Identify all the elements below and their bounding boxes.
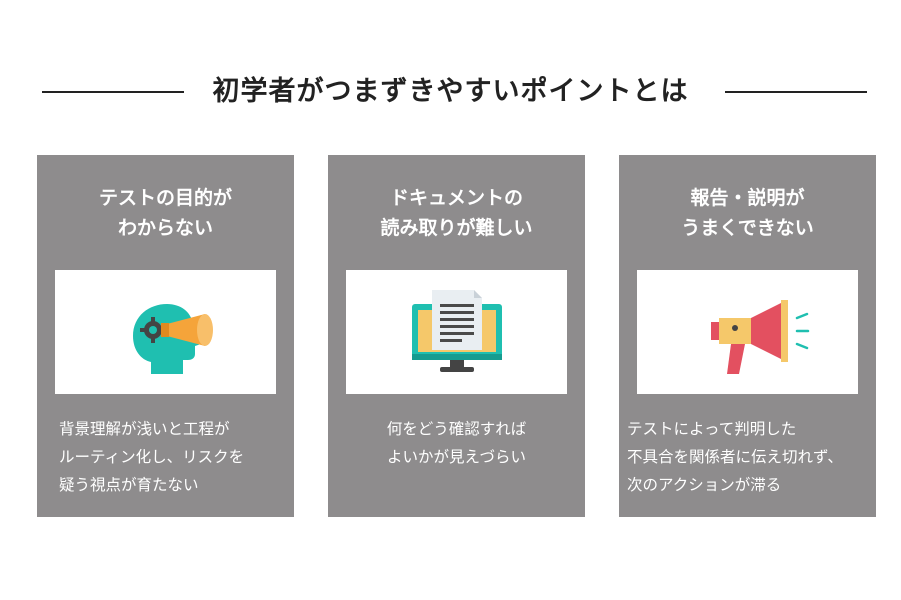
header-rule-right [725,91,867,93]
card-title-line: 読み取りが難しい [380,217,533,239]
card-title: ドキュメントの 読み取りが難しい [328,183,585,243]
point-card-purpose: テストの目的が わからない 背景理解が浅いと工程が ルーティン化し、リスクを 疑… [37,155,294,517]
card-title-line: うまくできない [681,217,814,239]
section-header: 初学者がつまずきやすいポイントとは [0,72,901,112]
header-rule-left [42,91,184,93]
monitor-document-icon [412,290,502,372]
point-card-reporting: 報告・説明が うまくできない テストによって判明した 不具合を関係者に伝え切れず… [619,155,876,517]
card-description: テストによって判明した 不具合を関係者に伝え切れず、 次のアクションが滞る [627,415,876,499]
card-title: テストの目的が わからない [37,183,294,243]
card-desc-line: 疑う視点が育たない [59,476,199,494]
card-desc-line: よいかが見えづらい [386,448,527,466]
card-title-line: わからない [117,217,213,239]
head-telescope-icon [133,304,213,374]
card-desc-line: テストによって判明した [627,420,797,438]
card-desc-line: 何をどう確認すれば [386,420,527,438]
card-desc-line: ルーティン化し、リスクを [59,448,245,466]
card-title-line: テストの目的が [98,187,232,209]
card-title-line: ドキュメントの [389,187,523,209]
card-desc-line: 次のアクションが滞る [627,476,782,494]
card-description: 何をどう確認すれば よいかが見えづらい [328,415,585,471]
card-illustration [55,270,276,394]
card-illustration [346,270,567,394]
card-illustration [637,270,858,394]
point-card-documents: ドキュメントの 読み取りが難しい 何をどう確認すれば よいかが見えづら [328,155,585,517]
card-desc-line: 背景理解が浅いと工程が [59,420,230,438]
card-title: 報告・説明が うまくできない [619,183,876,243]
megaphone-icon [711,300,810,374]
card-description: 背景理解が浅いと工程が ルーティン化し、リスクを 疑う視点が育たない [59,415,285,499]
card-title-line: 報告・説明が [690,187,805,209]
page-title: 初学者がつまずきやすいポイントとは [212,76,689,107]
card-desc-line: 不具合を関係者に伝え切れず、 [627,448,843,466]
